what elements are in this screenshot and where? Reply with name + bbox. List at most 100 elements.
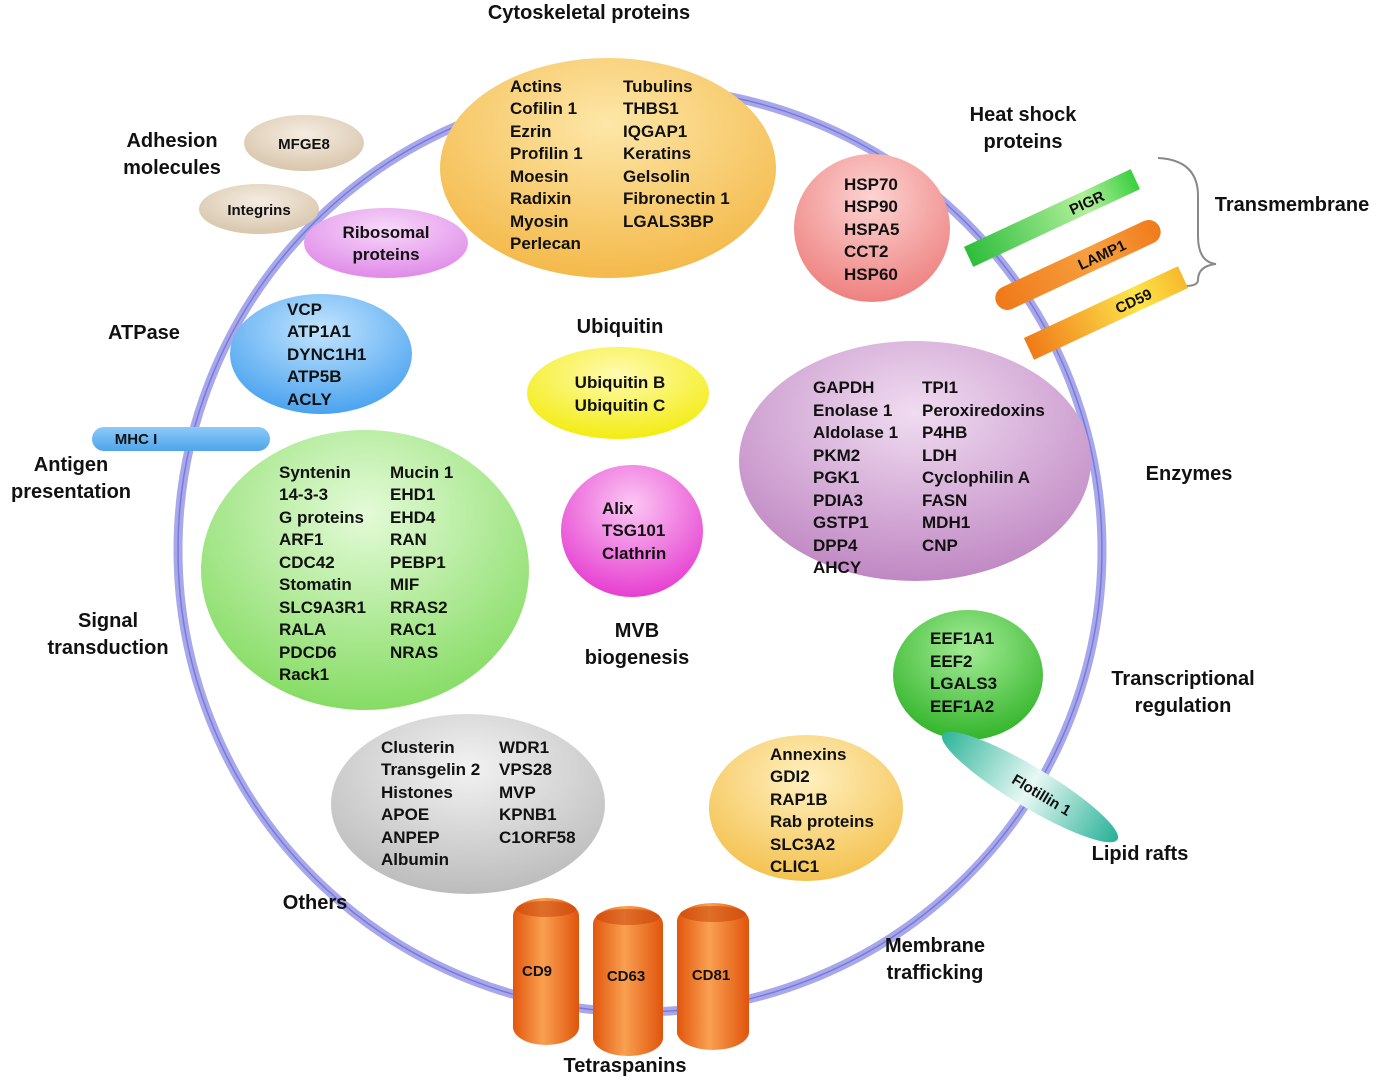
category-transcriptional-line1: Transcriptional bbox=[1111, 668, 1254, 690]
others-item: ANPEP bbox=[381, 828, 440, 847]
cytoskeletal-item: Fibronectin 1 bbox=[623, 189, 730, 208]
others-item: APOE bbox=[381, 805, 429, 824]
others-blob bbox=[331, 714, 605, 894]
signal-item: MIF bbox=[390, 575, 419, 594]
category-lipid-rafts: Lipid rafts bbox=[1092, 843, 1189, 865]
atpase-item: ACLY bbox=[287, 390, 332, 409]
trafficking-item: Rab proteins bbox=[770, 812, 874, 831]
transcriptional-item: EEF2 bbox=[930, 652, 973, 671]
category-others: Others bbox=[283, 892, 347, 914]
transcriptional-list: EEF1A1 EEF2 LGALS3 EEF1A2 bbox=[930, 629, 997, 716]
others-item: Histones bbox=[381, 783, 453, 802]
transcriptional-item: LGALS3 bbox=[930, 674, 997, 693]
signal-item: RRAS2 bbox=[390, 598, 448, 617]
heat-shock-item: HSPA5 bbox=[844, 220, 899, 239]
mvb-item: Clathrin bbox=[602, 544, 666, 563]
cd63-top bbox=[596, 909, 660, 925]
cd63-label: CD63 bbox=[607, 968, 645, 985]
cytoskeletal-list: Actins Cofilin 1 Ezrin Profilin 1 Moesin… bbox=[510, 77, 730, 253]
cytoskeletal-item: Myosin bbox=[510, 212, 569, 231]
enzymes-item: FASN bbox=[922, 491, 967, 510]
transcriptional-item: EEF1A2 bbox=[930, 697, 994, 716]
cytoskeletal-item: Ezrin bbox=[510, 122, 552, 141]
cd63-cylinder bbox=[593, 906, 663, 1056]
enzymes-item: MDH1 bbox=[922, 513, 970, 532]
mvb-item: TSG101 bbox=[602, 521, 665, 540]
category-signal-line2: transduction bbox=[47, 637, 168, 659]
category-membrane-trafficking-line1: Membrane bbox=[885, 935, 985, 957]
atpase-item: VCP bbox=[287, 300, 322, 319]
signal-item: SLC9A3R1 bbox=[279, 598, 366, 617]
signal-item: PEBP1 bbox=[390, 553, 446, 572]
category-transmembrane: Transmembrane bbox=[1215, 194, 1370, 216]
atpase-item: DYNC1H1 bbox=[287, 345, 366, 364]
cytoskeletal-item: LGALS3BP bbox=[623, 212, 714, 231]
cytoskeletal-item: Moesin bbox=[510, 167, 569, 186]
category-atpase: ATPase bbox=[108, 322, 180, 344]
category-ubiquitin: Ubiquitin bbox=[577, 316, 664, 338]
cd59-bar bbox=[1023, 266, 1189, 360]
signal-item: RAC1 bbox=[390, 620, 436, 639]
category-adhesion-line1: Adhesion bbox=[126, 130, 217, 152]
category-mvb-line1: MVB bbox=[615, 620, 659, 642]
cd81-label: CD81 bbox=[692, 967, 730, 984]
cytoskeletal-item: Cofilin 1 bbox=[510, 99, 577, 118]
heat-shock-item: CCT2 bbox=[844, 242, 888, 261]
enzymes-item: GSTP1 bbox=[813, 513, 869, 532]
atpase-list: VCP ATP1A1 DYNC1H1 ATP5B ACLY bbox=[287, 300, 366, 409]
enzymes-item: PGK1 bbox=[813, 468, 859, 487]
enzymes-item: CNP bbox=[922, 536, 958, 555]
signal-item: ARF1 bbox=[279, 530, 323, 549]
others-list: Clusterin Transgelin 2 Histones APOE ANP… bbox=[381, 738, 576, 869]
cytoskeletal-item: IQGAP1 bbox=[623, 122, 687, 141]
signal-item: Syntenin bbox=[279, 463, 351, 482]
enzymes-item: Aldolase 1 bbox=[813, 423, 898, 442]
others-item: Clusterin bbox=[381, 738, 455, 757]
enzymes-blob bbox=[739, 341, 1091, 581]
category-enzymes: Enzymes bbox=[1146, 463, 1233, 485]
category-mvb-line2: biogenesis bbox=[585, 647, 689, 669]
heat-shock-item: HSP90 bbox=[844, 197, 898, 216]
transcriptional-item: EEF1A1 bbox=[930, 629, 994, 648]
others-item: MVP bbox=[499, 783, 536, 802]
signal-item: G proteins bbox=[279, 508, 364, 527]
signal-item: EHD1 bbox=[390, 485, 435, 504]
enzymes-item: PDIA3 bbox=[813, 491, 863, 510]
cd81-cylinder bbox=[677, 903, 749, 1050]
heat-shock-item: HSP70 bbox=[844, 175, 898, 194]
cd9-label: CD9 bbox=[522, 963, 552, 980]
ribosomal-blob bbox=[304, 208, 468, 278]
category-adhesion-line2: molecules bbox=[123, 157, 221, 179]
heat-shock-item: HSP60 bbox=[844, 265, 898, 284]
trafficking-list: Annexins GDI2 RAP1B Rab proteins SLC3A2 … bbox=[770, 745, 874, 876]
heat-shock-list: HSP70 HSP90 HSPA5 CCT2 HSP60 bbox=[844, 175, 899, 284]
trafficking-item: RAP1B bbox=[770, 790, 828, 809]
cytoskeletal-item: Actins bbox=[510, 77, 562, 96]
cd63-protein: CD63 bbox=[593, 906, 663, 1056]
atpase-item: ATP1A1 bbox=[287, 322, 351, 341]
signal-item: RALA bbox=[279, 620, 326, 639]
enzymes-list: GAPDH Enolase 1 Aldolase 1 PKM2 PGK1 PDI… bbox=[813, 378, 1045, 577]
cd81-protein: CD81 bbox=[677, 903, 749, 1050]
mfge8-blob bbox=[244, 115, 364, 171]
flotillin-shape bbox=[941, 731, 1119, 843]
enzymes-item: Enolase 1 bbox=[813, 401, 892, 420]
enzymes-item: Peroxiredoxins bbox=[922, 401, 1045, 420]
mfge8-label: MFGE8 bbox=[278, 136, 330, 153]
signal-item: EHD4 bbox=[390, 508, 436, 527]
category-heat-shock-line1: Heat shock bbox=[970, 104, 1078, 126]
transcriptional-blob bbox=[893, 610, 1043, 740]
pigr-bar bbox=[963, 169, 1141, 267]
signal-item: NRAS bbox=[390, 643, 438, 662]
signal-item: CDC42 bbox=[279, 553, 335, 572]
transmembrane-bracket bbox=[1157, 157, 1217, 287]
signal-list: Syntenin 14-3-3 G proteins ARF1 CDC42 St… bbox=[279, 463, 453, 684]
category-antigen-line1: Antigen bbox=[34, 454, 108, 476]
category-signal-line1: Signal bbox=[78, 610, 138, 632]
enzymes-item: Cyclophilin A bbox=[922, 468, 1030, 487]
integrins-label: Integrins bbox=[227, 202, 290, 219]
cd81-top bbox=[680, 906, 746, 922]
signal-item: PDCD6 bbox=[279, 643, 337, 662]
